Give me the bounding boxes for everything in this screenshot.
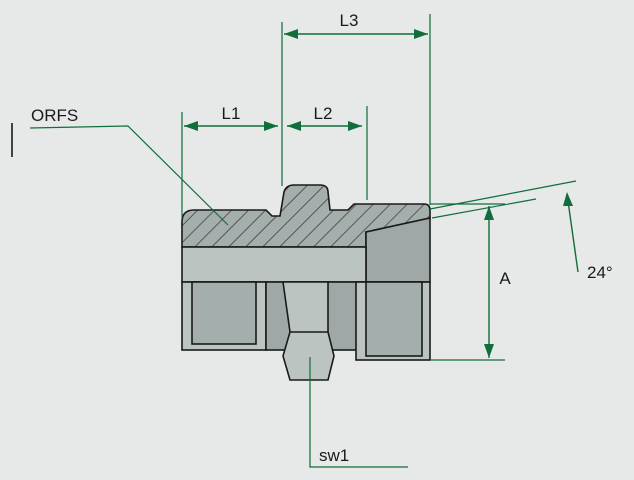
dim-l2: L2 <box>287 104 362 131</box>
hex-sw1 <box>282 281 335 381</box>
label-sw1: sw1 <box>319 446 349 465</box>
leader-orfs: ORFS <box>29 106 229 226</box>
dim-a: A <box>484 206 511 358</box>
label-orfs: ORFS <box>31 106 78 125</box>
label-a: A <box>499 269 511 288</box>
dim-l1: L1 <box>184 104 278 131</box>
left-thread-inner <box>191 281 257 345</box>
label-l1: L1 <box>222 104 241 123</box>
extension-lines <box>181 14 577 361</box>
dim-angle: 24° <box>563 192 613 282</box>
central-bore <box>181 246 367 283</box>
label-l2: L2 <box>314 104 333 123</box>
fitting-body <box>181 184 431 381</box>
label-l3: L3 <box>340 11 359 30</box>
label-angle: 24° <box>587 263 613 282</box>
right-nut-inner <box>365 281 423 357</box>
leader-sw1: sw1 <box>309 357 408 468</box>
dim-l3: L3 <box>284 11 428 39</box>
